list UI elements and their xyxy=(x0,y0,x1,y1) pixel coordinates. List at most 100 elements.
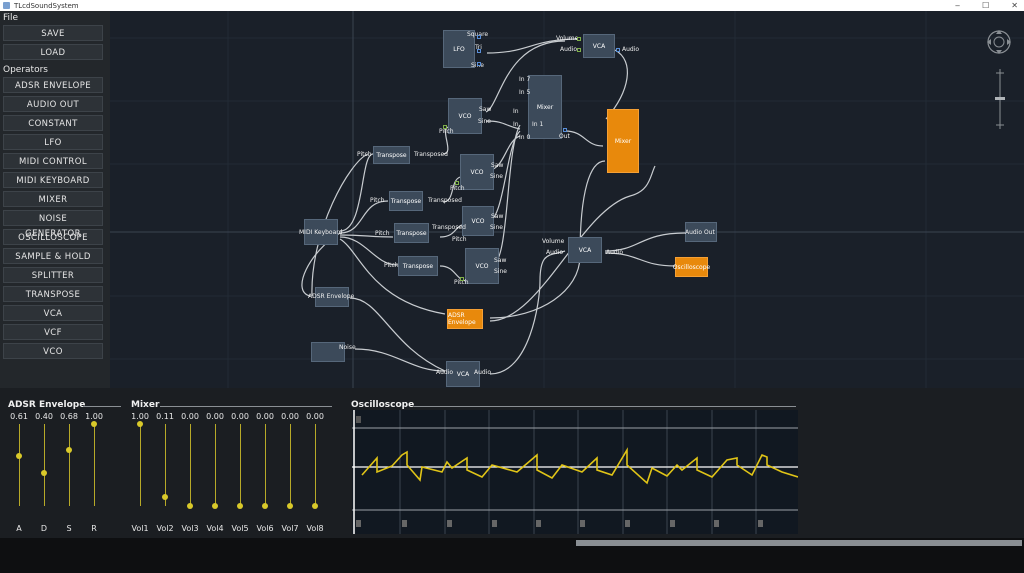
mixer-slider-track-vol4[interactable] xyxy=(215,424,216,506)
operator-button-transpose[interactable]: TRANSPOSE xyxy=(3,286,103,302)
adsr-slider-track-r[interactable] xyxy=(94,424,95,506)
vco-node-3[interactable]: VCO xyxy=(462,206,494,236)
vco-1-saw-label: Saw xyxy=(479,106,492,113)
oscilloscope-panel-rule xyxy=(414,406,796,407)
operator-button-constant[interactable]: CONSTANT xyxy=(3,115,103,131)
mixer-slider-label-vol3: Vol3 xyxy=(181,524,199,533)
vco-4-saw-label: Saw xyxy=(494,257,507,264)
operator-button-sample-hold[interactable]: SAMPLE & HOLD xyxy=(3,248,103,264)
adsr-slider-value-a: 0.61 xyxy=(10,412,28,421)
transpose-2-label: Transpose xyxy=(390,197,422,205)
horizontal-scrollbar[interactable] xyxy=(576,540,1022,546)
mixer-slider-track-vol8[interactable] xyxy=(315,424,316,506)
audio-out-node[interactable] xyxy=(685,222,717,242)
operator-button-oscilloscope[interactable]: OSCILLOSCOPE xyxy=(3,229,103,245)
vco-3-saw-label: Saw xyxy=(491,213,504,220)
vco-node-1[interactable]: VCO xyxy=(448,98,482,134)
load-button[interactable]: LOAD xyxy=(3,44,103,60)
operator-button-vca[interactable]: VCA xyxy=(3,305,103,321)
mixer-slider-track-vol3[interactable] xyxy=(190,424,191,506)
save-button[interactable]: SAVE xyxy=(3,25,103,41)
mixer-slider-label-vol1: Vol1 xyxy=(131,524,149,533)
transpose-3-label: Transpose xyxy=(396,229,427,237)
title-bar: TLcdSoundSystem ‒ ☐ ✕ xyxy=(0,0,1024,11)
mixer-slider-track-vol2[interactable] xyxy=(165,424,166,506)
vca-bottom-node[interactable]: VCA xyxy=(446,361,480,387)
transpose-node-1[interactable]: Transpose xyxy=(373,146,410,164)
pan-navigation-icon[interactable] xyxy=(984,27,1014,57)
vca-top-volume-port[interactable] xyxy=(577,37,581,41)
vca-top-audio-out-port[interactable] xyxy=(616,48,620,52)
vca-mid-node[interactable]: VCA xyxy=(568,237,602,263)
mixer-out-port[interactable] xyxy=(563,128,567,132)
operator-button-adsr-envelope[interactable]: ADSR ENVELOPE xyxy=(3,77,103,93)
adsr-slider-knob-r[interactable] xyxy=(91,421,97,427)
lfo-square-port[interactable] xyxy=(477,35,481,39)
window-title: TLcdSoundSystem xyxy=(14,1,79,10)
lfo-sine-port[interactable] xyxy=(477,62,481,66)
transpose-node-3[interactable]: Transpose xyxy=(394,223,429,243)
minimize-button[interactable]: ‒ xyxy=(955,1,961,10)
close-button[interactable]: ✕ xyxy=(1011,1,1018,10)
operator-button-midi-keyboard[interactable]: MIDI KEYBOARD xyxy=(3,172,103,188)
operator-button-lfo[interactable]: LFO xyxy=(3,134,103,150)
midi-keyboard-node[interactable] xyxy=(304,219,338,245)
mixer-selected-node[interactable]: Mixer xyxy=(607,109,639,173)
operator-button-splitter[interactable]: SPLITTER xyxy=(3,267,103,283)
mixer-slider-value-vol7: 0.00 xyxy=(281,412,299,421)
midi-keyboard-label: MIDI Keyboard xyxy=(299,229,343,236)
vca-top-audio-in-port[interactable] xyxy=(577,48,581,52)
vco-2-pitch-port[interactable] xyxy=(455,181,459,185)
operator-button-mixer[interactable]: MIXER xyxy=(3,191,103,207)
mixer-slider-knob-vol6[interactable] xyxy=(262,503,268,509)
noise-node[interactable] xyxy=(311,342,345,362)
vco-1-pitch-port[interactable] xyxy=(443,125,447,129)
node-graph-canvas[interactable]: LFO Square Tri Sine VCA Volume Audio Aud… xyxy=(110,11,1024,388)
operator-button-midi-control[interactable]: MIDI CONTROL xyxy=(3,153,103,169)
mixer-slider-track-vol5[interactable] xyxy=(240,424,241,506)
adsr-slider-knob-a[interactable] xyxy=(16,452,22,459)
adsr-envelope-node[interactable] xyxy=(315,287,349,307)
mixer-slider-knob-vol7[interactable] xyxy=(287,503,293,509)
adsr-slider-track-a[interactable] xyxy=(19,424,20,506)
operator-button-vco[interactable]: VCO xyxy=(3,343,103,359)
transpose-node-4[interactable]: Transpose xyxy=(398,256,438,276)
vca-top-node[interactable]: VCA xyxy=(583,34,615,58)
operator-button-noise-generator[interactable]: NOISE GENERATOR xyxy=(3,210,103,239)
adsr-slider-track-d[interactable] xyxy=(44,424,45,506)
operator-button-audio-out[interactable]: AUDIO OUT xyxy=(3,96,103,112)
audio-out-label: Audio Out xyxy=(685,229,715,236)
mixer-slider-label-vol7: Vol7 xyxy=(281,524,299,533)
mixer-slider-knob-vol3[interactable] xyxy=(187,503,193,509)
vco-node-2[interactable]: VCO xyxy=(460,154,494,190)
adsr-slider-knob-s[interactable] xyxy=(66,447,72,454)
adsr-slider-track-s[interactable] xyxy=(69,424,70,506)
vco-node-4[interactable]: VCO xyxy=(465,248,499,284)
adsr-envelope-selected-node[interactable]: ADSR Envelope xyxy=(447,309,483,329)
zoom-slider[interactable] xyxy=(994,67,1006,131)
adsr-slider-knob-d[interactable] xyxy=(41,470,47,477)
mixer-slider-knob-vol8[interactable] xyxy=(312,503,318,509)
mixer-slider-knob-vol1[interactable] xyxy=(137,421,143,427)
lfo-node[interactable]: LFO xyxy=(443,30,475,68)
mixer-node-label: Mixer xyxy=(536,103,554,111)
mixer-slider-track-vol6[interactable] xyxy=(265,424,266,506)
maximize-button[interactable]: ☐ xyxy=(982,1,990,10)
noise-label: Noise xyxy=(339,344,356,351)
oscilloscope-node[interactable]: Oscilloscope xyxy=(673,257,710,277)
mixer-slider-track-vol1[interactable] xyxy=(140,424,141,506)
adsr-panel-title: ADSR Envelope xyxy=(8,400,86,410)
vco-4-pitch-port[interactable] xyxy=(460,277,464,281)
mixer-out-label: Out xyxy=(559,133,570,140)
mixer-slider-knob-vol2[interactable] xyxy=(162,493,168,500)
lfo-tri-port[interactable] xyxy=(477,49,481,53)
mixer-slider-track-vol7[interactable] xyxy=(290,424,291,506)
mixer-slider-value-vol3: 0.00 xyxy=(181,412,199,421)
transpose-node-2[interactable]: Transpose xyxy=(389,191,423,211)
mixer-slider-knob-vol5[interactable] xyxy=(237,503,243,509)
app-icon xyxy=(3,2,10,9)
mixer-in0-label: In 0 xyxy=(519,134,531,141)
operator-button-vcf[interactable]: VCF xyxy=(3,324,103,340)
mixer-slider-knob-vol4[interactable] xyxy=(212,503,218,509)
mixer-node[interactable]: Mixer xyxy=(528,75,562,139)
